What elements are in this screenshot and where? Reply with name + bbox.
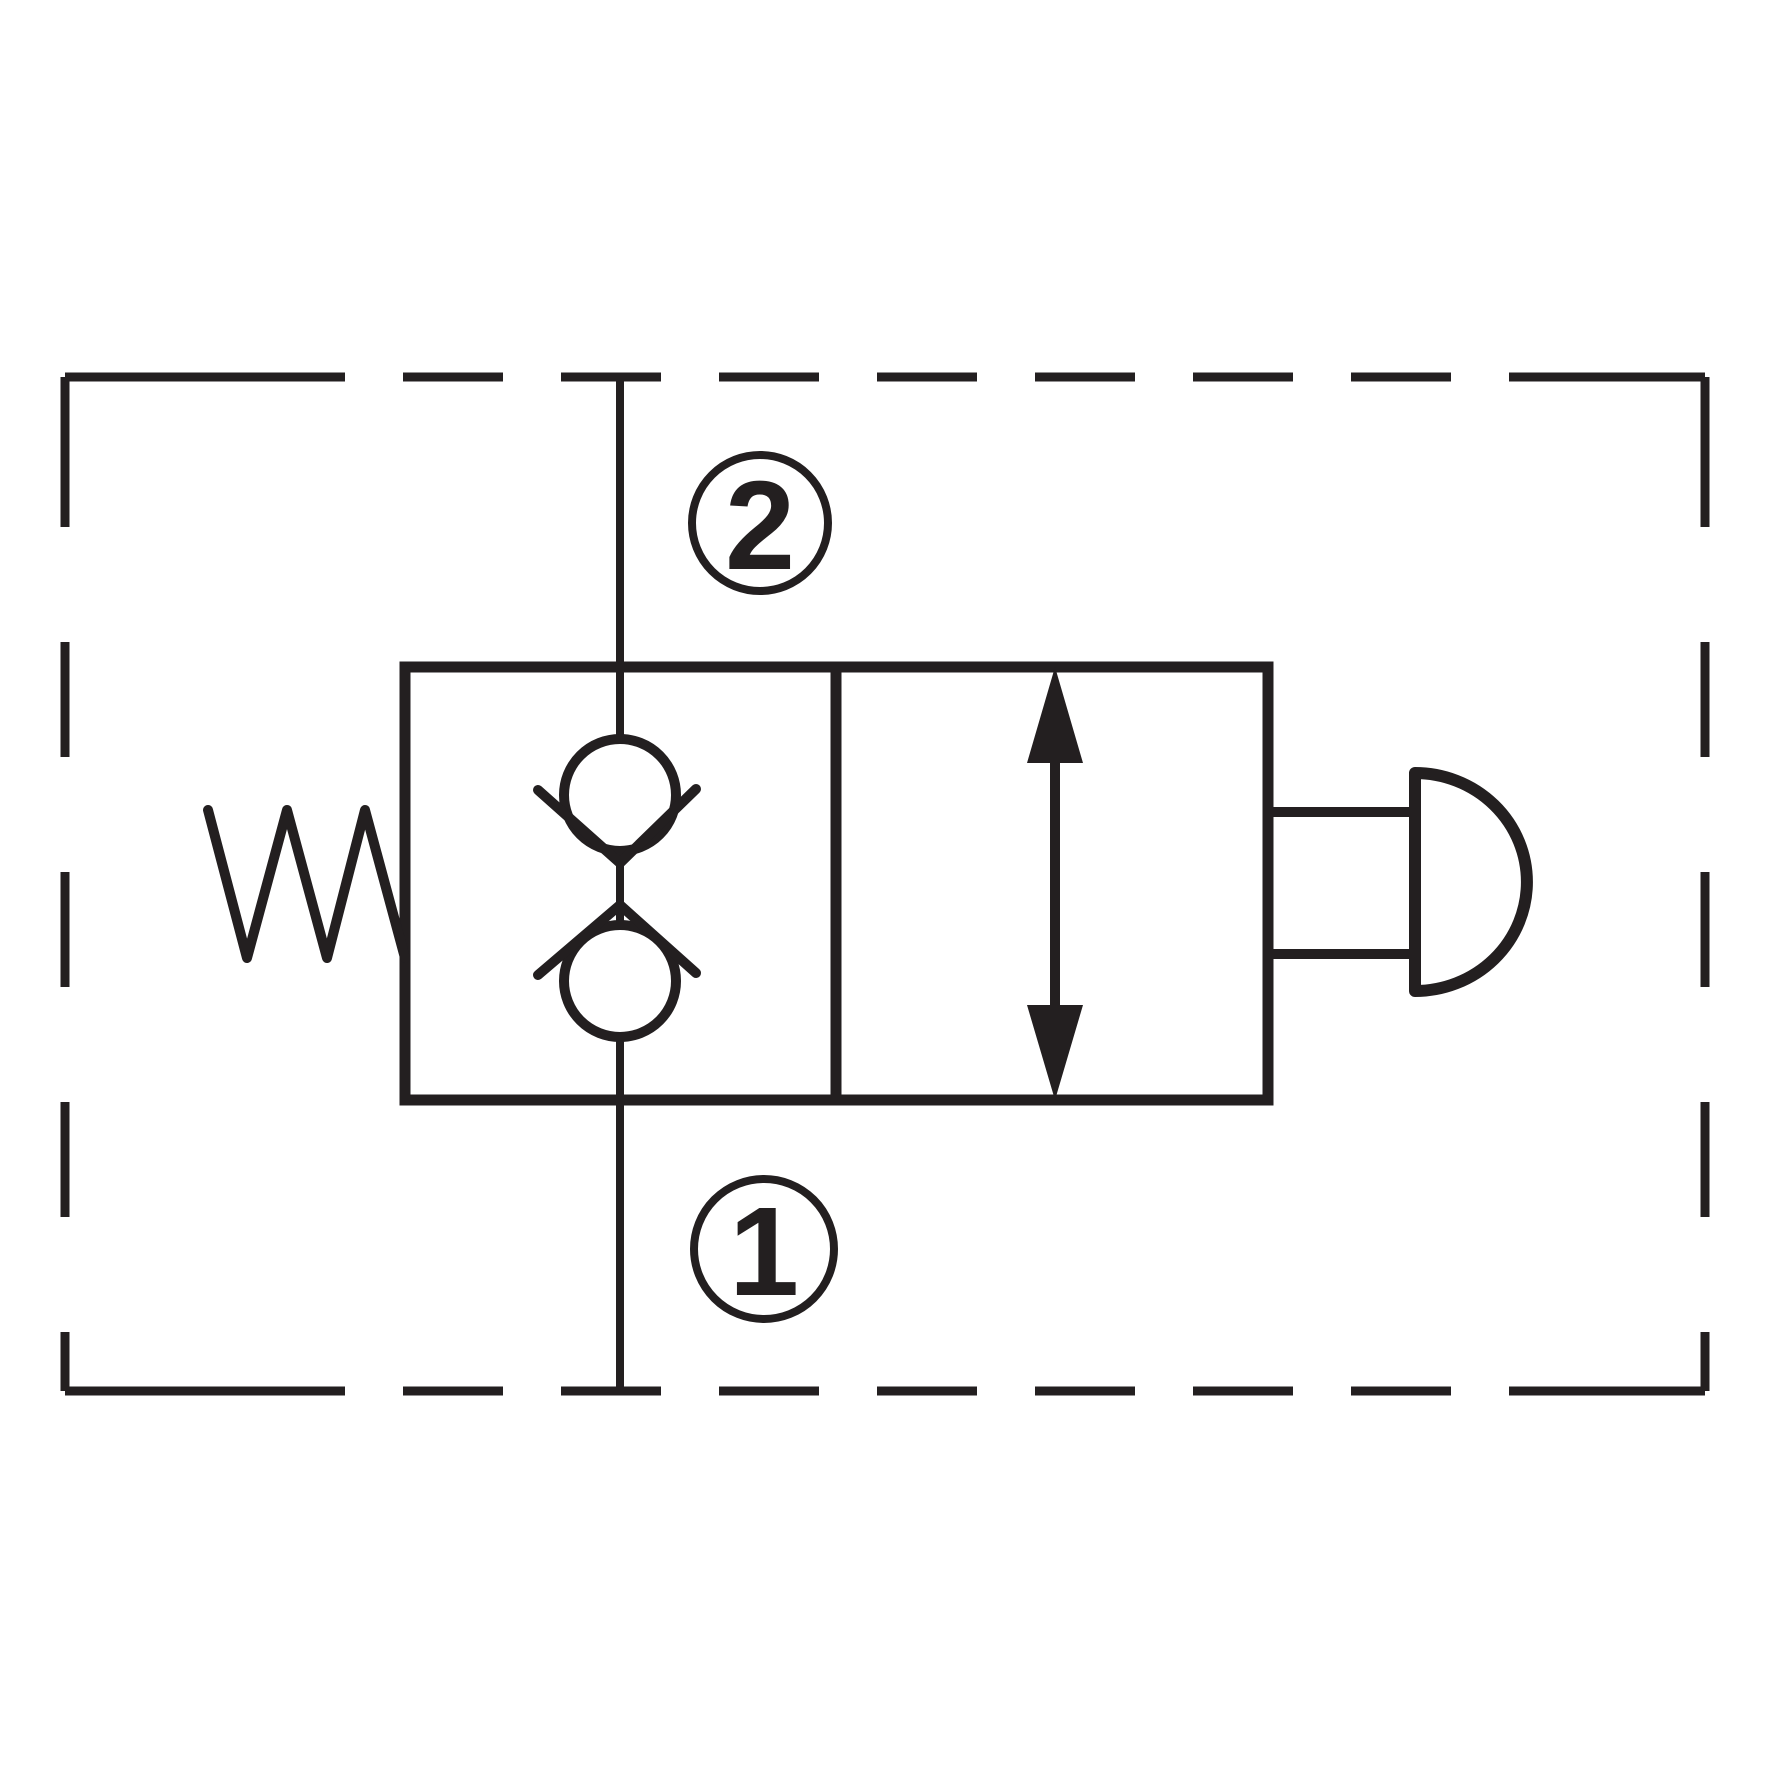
dashed-envelope <box>60 372 1710 1396</box>
travel-arrow-heads <box>1027 667 1083 1100</box>
port-2-badge <box>688 451 832 595</box>
check-ball-lower <box>559 920 681 1042</box>
manual-push-button <box>1268 767 1533 997</box>
port-labels: 2 1 <box>725 455 799 1322</box>
check-seat-lower <box>533 900 701 980</box>
arrowhead-up-icon <box>1027 667 1083 763</box>
check-seat-upper <box>533 784 701 868</box>
port-1-label: 1 <box>729 1181 799 1322</box>
push-button-icon <box>1409 767 1533 997</box>
spring-icon <box>203 805 410 963</box>
arrowhead-down-icon <box>1027 1005 1083 1100</box>
port-2-label: 2 <box>725 455 795 596</box>
travel-arrow <box>1027 667 1083 1100</box>
check-ball-upper <box>559 734 681 856</box>
schematic-lines: 2 1 <box>60 372 1710 1396</box>
port-1-badge <box>690 1175 838 1323</box>
